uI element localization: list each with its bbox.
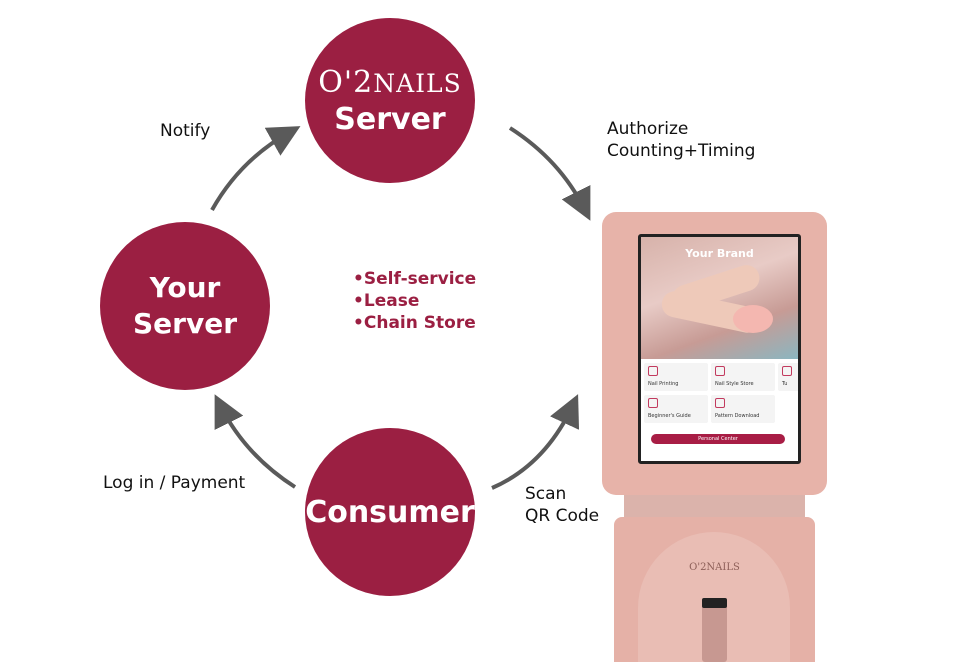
- tile-nail-style-store[interactable]: Nail Style Store: [711, 363, 775, 391]
- bullet-item: •Lease: [353, 291, 420, 311]
- tile-pattern-download[interactable]: Pattern Download: [711, 395, 775, 423]
- business-model-list: •Self-service •Lease •Chain Store: [353, 268, 476, 334]
- bullet-item: •Chain Store: [353, 313, 476, 333]
- notify-label: Notify: [160, 121, 211, 141]
- device-screen: Your Brand Nail Printing Nail Style Stor…: [638, 234, 801, 464]
- tile-nail-printing[interactable]: Nail Printing: [644, 363, 708, 391]
- nail-icon: [648, 366, 658, 376]
- arrow-your-to-server: [210, 126, 301, 211]
- server-label: Server: [334, 101, 446, 137]
- authorize-line2: Counting+Timing: [607, 141, 756, 161]
- scan-line2: QR Code: [525, 506, 600, 526]
- cart-icon: [715, 366, 725, 376]
- consumer-node: Consumer: [305, 428, 475, 596]
- device-logo: O'2NAILS: [689, 562, 740, 573]
- your-server-line2: Server: [132, 307, 237, 340]
- arrow-consumer-to-device: [491, 394, 580, 490]
- authorize-label: Authorize Counting+Timing: [607, 118, 755, 162]
- play-icon: [782, 366, 792, 376]
- device-neck: [624, 495, 805, 517]
- authorize-line1: Authorize: [607, 119, 689, 139]
- scan-line1: Scan: [525, 484, 567, 504]
- nail-printer-device: Your Brand Nail Printing Nail Style Stor…: [602, 212, 827, 662]
- arrow-server-to-device: [508, 126, 591, 221]
- your-server-node: Your Server: [100, 222, 270, 390]
- consumer-label: Consumer: [305, 494, 475, 530]
- screen-brand-title: Your Brand: [685, 247, 754, 260]
- your-server-line1: Your: [149, 271, 221, 304]
- bullet-item: •Self-service: [353, 269, 477, 289]
- download-icon: [715, 398, 725, 408]
- book-icon: [648, 398, 658, 408]
- arrow-consumer-to-your: [214, 394, 297, 489]
- screen-hero-image: Your Brand: [641, 237, 798, 359]
- o2nails-server-node: O'2NAILS Server: [305, 18, 475, 183]
- scan-qr-label: Scan QR Code: [525, 483, 599, 527]
- finger-slot-opening: [702, 598, 727, 608]
- tile-beginners-guide[interactable]: Beginner's Guide: [644, 395, 708, 423]
- personal-center-button[interactable]: Personal Center: [651, 434, 785, 444]
- tile-tutorial[interactable]: Tu: [778, 363, 798, 391]
- login-payment-label: Log in / Payment: [103, 473, 246, 493]
- o2nails-logo: O'2NAILS: [318, 64, 462, 100]
- finger-slot: [702, 602, 727, 662]
- bow-decoration: [733, 305, 773, 333]
